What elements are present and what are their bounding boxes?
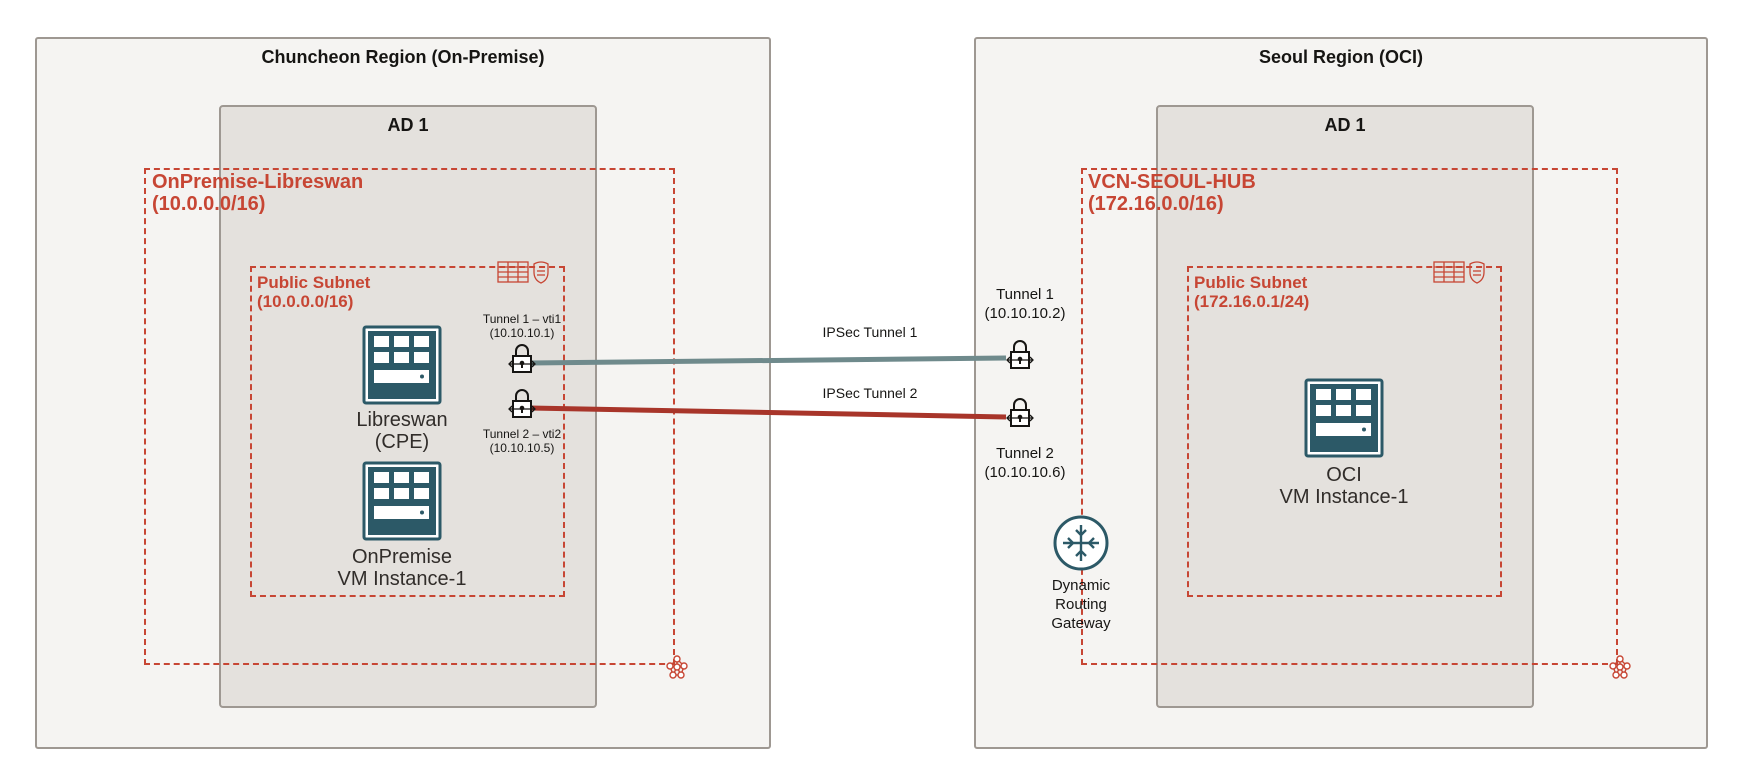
oci-vm-label: OCI VM Instance-1 — [1244, 464, 1444, 508]
drg-label: Dynamic Routing Gateway — [1021, 576, 1141, 633]
onpremise-vm-label: OnPremise VM Instance-1 — [302, 546, 502, 590]
subnet-label-right: Public Subnet (172.16.0.1/24) — [1194, 273, 1309, 311]
oci-vm-line2: VM Instance-1 — [1279, 486, 1409, 508]
vcn-onpremise — [144, 168, 675, 665]
subnet-cidr-left: (10.0.0.0/16) — [257, 292, 354, 312]
tunnel1-right-ip: (10.10.10.2) — [984, 305, 1066, 322]
security-list-icon-left — [497, 261, 549, 284]
public-subnet-right — [1187, 266, 1502, 597]
vcn-icon-left — [666, 655, 688, 679]
vcn-label-left: OnPremise-Libreswan (10.0.0.0/16) — [152, 171, 363, 216]
libreswan-name: Libreswan — [356, 409, 448, 431]
vcn-seoul-hub — [1081, 168, 1618, 665]
subnet-label-left: Public Subnet (10.0.0.0/16) — [257, 273, 370, 311]
vcn-cidr-left: (10.0.0.0/16) — [152, 193, 266, 216]
ipsec-tunnel-1-line — [529, 355, 1007, 366]
vcn-label-right: VCN-SEOUL-HUB (172.16.0.0/16) — [1088, 171, 1256, 216]
oci-vm-icon — [1304, 378, 1384, 458]
vcn-name-right: VCN-SEOUL-HUB — [1088, 171, 1256, 193]
tunnel2-left-ip: (10.10.10.5) — [489, 441, 555, 455]
onpremise-vm-line2: VM Instance-1 — [337, 568, 467, 590]
ad-title-left: AD 1 — [387, 115, 429, 135]
libreswan-cpe-label: Libreswan (CPE) — [302, 409, 502, 453]
lock-icon-tunnel2-left — [508, 389, 536, 418]
libreswan-cpe-icon — [362, 325, 442, 405]
libreswan-role: (CPE) — [374, 431, 430, 453]
ipsec-tunnel-1-label: IPSec Tunnel 1 — [822, 324, 918, 340]
subnet-cidr-right: (172.16.0.1/24) — [1194, 292, 1310, 312]
lock-icon-tunnel1-left — [508, 344, 536, 373]
lock-icon-tunnel1-right — [1006, 340, 1034, 369]
drg-icon — [1053, 515, 1109, 571]
tunnel2-right-ip: (10.10.10.6) — [984, 464, 1066, 481]
subnet-name-left: Public Subnet — [257, 273, 371, 292]
region-title-left: Chuncheon Region (On-Premise) — [261, 47, 545, 67]
onpremise-vm-line1: OnPremise — [351, 546, 453, 568]
ad-title-right: AD 1 — [1324, 115, 1366, 135]
drg-line3: Gateway — [1051, 615, 1111, 632]
public-subnet-left — [250, 266, 565, 597]
tunnel1-right-name: Tunnel 1 — [996, 286, 1054, 303]
drg-line2: Routing — [1055, 596, 1107, 613]
tunnel2-left-label: Tunnel 2 – vti2 (10.10.10.5) — [462, 427, 582, 455]
lock-icon-tunnel2-right — [1006, 398, 1034, 427]
onpremise-vm-icon — [362, 461, 442, 541]
drg-line1: Dynamic — [1051, 577, 1111, 594]
tunnel2-right-name: Tunnel 2 — [996, 445, 1054, 462]
tunnel2-right-label: Tunnel 2 (10.10.10.6) — [965, 444, 1085, 482]
tunnel1-left-ip: (10.10.10.1) — [489, 326, 555, 340]
vcn-cidr-right: (172.16.0.0/16) — [1088, 193, 1224, 216]
tunnel1-left-name: Tunnel 1 – vti1 — [482, 312, 562, 326]
subnet-name-right: Public Subnet — [1194, 273, 1308, 292]
tunnel1-right-label: Tunnel 1 (10.10.10.2) — [965, 285, 1085, 323]
tunnel2-left-name: Tunnel 2 – vti2 — [482, 427, 562, 441]
oci-vm-line1: OCI — [1326, 464, 1362, 486]
security-list-icon-right — [1433, 261, 1485, 284]
ipsec-tunnel-2-label: IPSec Tunnel 2 — [822, 385, 918, 401]
ipsec-tunnel-2-line — [529, 405, 1007, 420]
region-title-right: Seoul Region (OCI) — [1259, 47, 1423, 67]
vcn-name-left: OnPremise-Libreswan — [152, 171, 364, 193]
tunnel1-left-label: Tunnel 1 – vti1 (10.10.10.1) — [462, 312, 582, 340]
vcn-icon-right — [1609, 655, 1631, 679]
